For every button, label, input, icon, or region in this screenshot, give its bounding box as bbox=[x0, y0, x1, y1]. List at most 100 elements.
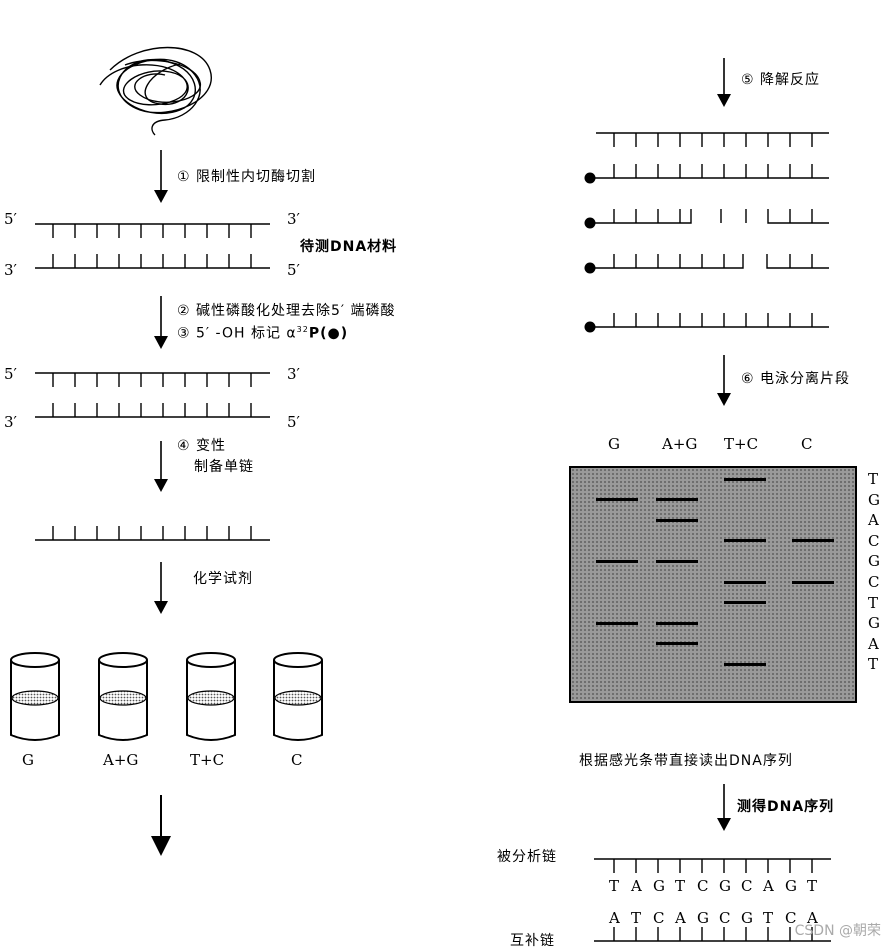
complement-strand-label: 互补链 bbox=[510, 933, 555, 949]
strand2-bottom-3prime: 3′ bbox=[4, 413, 17, 431]
gel-sequence-base: G bbox=[868, 552, 880, 571]
arrow-step6-icon bbox=[717, 355, 731, 406]
tube-liquid-surface bbox=[187, 690, 235, 706]
strand2-bottom-5prime: 5′ bbox=[287, 413, 300, 431]
gel-band bbox=[656, 642, 698, 646]
tube-label-tc: T+C bbox=[190, 751, 225, 769]
strand1-bottom-5prime: 5′ bbox=[287, 261, 300, 279]
complement-strand-line bbox=[594, 927, 831, 942]
complement-base: A bbox=[609, 909, 620, 927]
tube-rim bbox=[98, 652, 148, 668]
step2-label: ② 碱性磷酸化处理去除5′ 端磷酸 bbox=[177, 303, 396, 319]
analyzed-base: G bbox=[785, 877, 797, 895]
gel-band bbox=[724, 601, 766, 605]
strand1-top-3prime: 3′ bbox=[287, 210, 300, 228]
analyzed-base: G bbox=[719, 877, 731, 895]
complement-base: C bbox=[653, 909, 665, 927]
analyzed-base: C bbox=[697, 877, 709, 895]
test-tube bbox=[10, 652, 60, 741]
gel-band bbox=[596, 559, 638, 563]
strand1-top-5prime: 5′ bbox=[4, 210, 17, 228]
complement-base: A bbox=[807, 909, 818, 927]
gel-band bbox=[724, 580, 766, 584]
complement-base: C bbox=[719, 909, 731, 927]
p32-label-dots bbox=[584, 172, 596, 333]
arrow-bottom-icon bbox=[151, 795, 171, 856]
chem-reagent-label: 化学试剂 bbox=[193, 571, 253, 587]
gel-band bbox=[656, 621, 698, 625]
tube-rim bbox=[273, 652, 323, 668]
gel-lane-label-ag: A+G bbox=[662, 435, 698, 453]
dna-double-strand-1 bbox=[35, 223, 270, 269]
tube-rim bbox=[186, 652, 236, 668]
arrow-step5-icon bbox=[717, 58, 731, 107]
gel-sequence-base: G bbox=[868, 614, 880, 633]
analyzed-base: T bbox=[609, 877, 620, 895]
analyzed-base: T bbox=[807, 877, 818, 895]
arrow-step4-icon bbox=[154, 441, 168, 492]
complement-base: T bbox=[763, 909, 774, 927]
gel-sequence-base: A bbox=[868, 634, 879, 653]
analyzed-strand-label: 被分析链 bbox=[497, 849, 557, 865]
tube-label-ag: A+G bbox=[103, 751, 139, 769]
gel-band bbox=[792, 539, 834, 543]
gel-band bbox=[656, 498, 698, 502]
gel-band bbox=[724, 662, 766, 666]
gel-band bbox=[792, 580, 834, 584]
analyzed-base: G bbox=[653, 877, 665, 895]
gel-lane-label-g: G bbox=[608, 435, 620, 453]
gel-band bbox=[596, 621, 638, 625]
dna-material-label: 待测DNA材料 bbox=[300, 239, 398, 255]
dna-double-strand-2 bbox=[35, 372, 270, 418]
step6-label: ⑥ 电泳分离片段 bbox=[741, 371, 851, 387]
step1-label: ① 限制性内切酶切割 bbox=[177, 169, 317, 185]
read-sequence-label: 根据感光条带直接读出DNA序列 bbox=[579, 753, 793, 769]
tube-rim bbox=[10, 652, 60, 668]
step3-prefix: ③ 5′ -OH 标记 α bbox=[177, 325, 297, 342]
arrow-step2-icon bbox=[154, 296, 168, 349]
analyzed-base: T bbox=[675, 877, 686, 895]
tube-liquid-surface bbox=[274, 690, 322, 706]
complement-base: A bbox=[675, 909, 686, 927]
arrow-measured-icon bbox=[717, 784, 731, 831]
gel-sequence-base: T bbox=[868, 470, 879, 488]
gel-band bbox=[656, 559, 698, 563]
tube-liquid-surface bbox=[99, 690, 147, 706]
gel-band bbox=[656, 518, 698, 522]
gel-band bbox=[724, 477, 766, 481]
strand1-bottom-3prime: 3′ bbox=[4, 261, 17, 279]
tangled-dna-icon bbox=[99, 46, 212, 136]
step3-label: ③ 5′ -OH 标记 α32P(●) bbox=[177, 321, 348, 343]
gel-lane-label-tc: T+C bbox=[724, 435, 759, 453]
degradation-fragments bbox=[590, 132, 829, 328]
tube-label-g: G bbox=[22, 751, 34, 769]
analyzed-base: A bbox=[631, 877, 642, 895]
gel-lane-label-c: C bbox=[801, 435, 813, 453]
test-tube bbox=[98, 652, 148, 741]
watermark: CSDN @朝荣 bbox=[794, 923, 881, 939]
gel-sequence-base: C bbox=[868, 573, 880, 591]
gel-sequence-base: G bbox=[868, 490, 880, 509]
tube-label-c: C bbox=[291, 751, 303, 769]
complement-base: G bbox=[697, 909, 709, 927]
gel-band bbox=[596, 498, 638, 502]
measured-sequence-label: 测得DNA序列 bbox=[737, 799, 835, 815]
gel-sequence-base: A bbox=[868, 511, 879, 530]
step4-label-line2: 制备单链 bbox=[194, 459, 254, 475]
strand2-top-3prime: 3′ bbox=[287, 365, 300, 383]
analyzed-base: A bbox=[763, 877, 774, 895]
step5-label: ⑤ 降解反应 bbox=[741, 72, 821, 88]
dna-single-strand bbox=[35, 526, 270, 541]
electrophoresis-gel bbox=[569, 466, 857, 703]
gel-sequence-base: T bbox=[868, 655, 879, 674]
complement-base: G bbox=[741, 909, 753, 927]
step4-label-line1: ④ 变性 bbox=[177, 438, 227, 454]
complement-base: T bbox=[631, 909, 642, 927]
step3-isotope-superscript: 32 bbox=[296, 325, 309, 334]
tube-liquid-surface bbox=[11, 690, 59, 706]
test-tube bbox=[186, 652, 236, 741]
reaction-tubes bbox=[10, 652, 323, 741]
gel-sequence-base: C bbox=[868, 531, 880, 550]
arrow-chem-icon bbox=[154, 562, 168, 614]
